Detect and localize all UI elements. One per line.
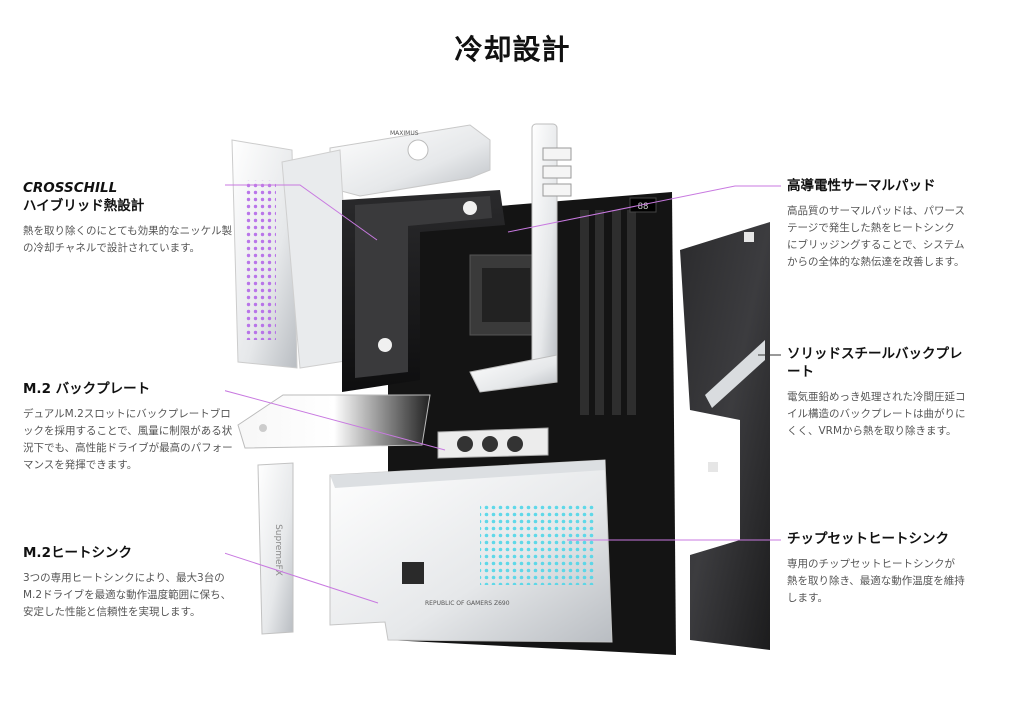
board-label: MAXIMUS [390, 130, 419, 137]
page-title: 冷却設計 [454, 33, 571, 66]
feature-m2-heatsink-title: M.2ヒートシンク [23, 545, 132, 561]
leader-m2-backplate [225, 390, 446, 451]
debug-led-text: 88 [638, 202, 649, 212]
leader-m2-heatsink [225, 552, 379, 604]
feature-m2-backplate: M.2 バックプレート デュアルM.2スロットにバックプレートブロックを採用する… [23, 380, 233, 474]
dimm-slots [580, 210, 636, 415]
m2-backplate [237, 394, 431, 449]
steel-backplate-highlight [705, 340, 765, 408]
feature-thermal-pad-desc: 高品質のサーマルパッドは、パワーステージで発生した熱をヒートシンクにブリッジング… [787, 205, 965, 268]
leader-lines [225, 184, 781, 604]
leader-crosschill [225, 184, 378, 241]
feature-thermal-pad-title: 高導電性サーマルパッド [787, 178, 936, 194]
m2-heatsink [257, 462, 294, 635]
feature-m2-heatsink-desc: 3つの専用ヒートシンクにより、最大3台のM.2ドライブを最適な動作温度範囲に保ち… [23, 572, 232, 618]
vrm-heatpipe [531, 123, 558, 383]
feature-m2-heatsink: M.2ヒートシンク 3つの専用ヒートシンクにより、最大3台のM.2ドライブを最適… [23, 544, 233, 621]
model-label: REPUBLIC OF GAMERS Z690 [425, 600, 510, 607]
feature-crosschill-title: ハイブリッド熱設計 [23, 198, 145, 214]
rog-rgb-logo [480, 505, 595, 585]
leader-thermal-pad [507, 185, 781, 233]
feature-chipset-heatsink: チップセットヒートシンク 専用のチップセットヒートシンクが熱を取り除き、最適な動… [787, 530, 965, 607]
motherboard-exploded-illustration: 88 MAXIMUS REPUBLIC OF GAMERS Z690 Supre… [225, 123, 781, 655]
steel-backplate [680, 222, 770, 650]
feature-steel-backplate-desc: 電気亜鉛めっき処理された冷間圧延コイル構造のバックプレートは曲がりにくく、VRM… [787, 391, 966, 437]
feature-thermal-pad: 高導電性サーマルパッド 高品質のサーマルパッドは、パワーステージで発生した熱をヒ… [787, 177, 965, 271]
feature-crosschill-desc: 熱を取り除くのにとても効果的なニッケル製の冷却チャネルで設計されています。 [23, 225, 233, 254]
feature-chipset-heatsink-desc: 専用のチップセットヒートシンクが熱を取り除き、最適な動作温度を維持します。 [787, 558, 965, 604]
feature-crosschill: CROSSCHILL ハイブリッド熱設計 熱を取り除くのにとても効果的なニッケル… [23, 179, 233, 257]
feature-steel-backplate: ソリッドスチールバックプレート 電気亜鉛めっき処理された冷間圧延コイル構造のバッ… [787, 345, 967, 440]
feature-steel-backplate-title: ソリッドスチールバックプレート [787, 346, 963, 380]
feature-m2-backplate-desc: デュアルM.2スロットにバックプレートブロックを採用することで、風量に制限がある… [23, 408, 233, 471]
feature-crosschill-title-brand: CROSSCHILL [23, 180, 118, 196]
steel-backplate-screw [744, 232, 754, 242]
feature-m2-backplate-title: M.2 バックプレート [23, 381, 151, 397]
steel-backplate-screw [708, 462, 718, 472]
audio-label: SupremeFX [273, 524, 283, 576]
feature-chipset-heatsink-title: チップセットヒートシンク [787, 531, 949, 547]
